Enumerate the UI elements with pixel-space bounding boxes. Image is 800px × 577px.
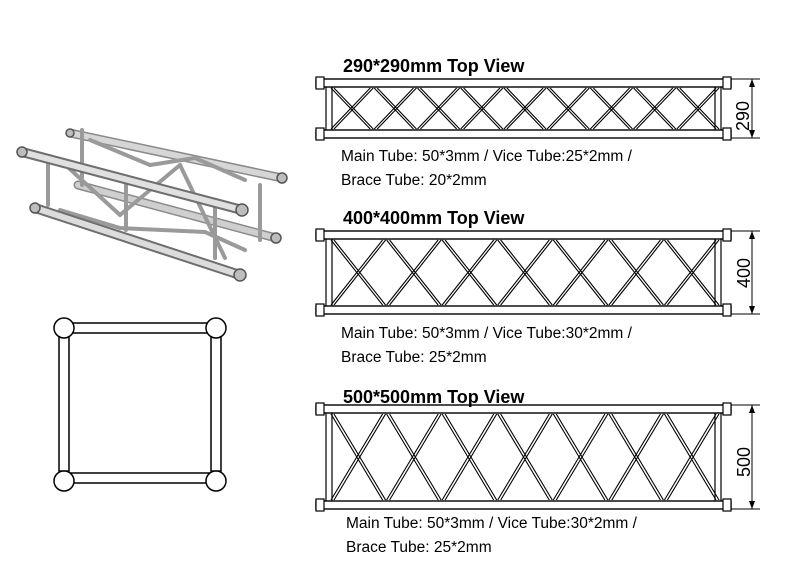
brace-line <box>417 87 458 130</box>
brace-line <box>546 87 587 130</box>
dimension-arrow <box>749 501 755 509</box>
brace-line <box>497 413 550 501</box>
spec-line: Main Tube: 50*3mm / Vice Tube:30*2mm / <box>346 515 637 532</box>
brace-line <box>386 413 439 501</box>
dimension-arrow <box>749 231 755 239</box>
chord-end-cap <box>722 127 732 141</box>
brace-line <box>549 87 590 130</box>
brace-line <box>444 239 498 306</box>
brace-line <box>330 413 384 501</box>
brace-line <box>663 239 717 306</box>
top-chord <box>315 230 732 240</box>
dimension-arrow <box>749 306 755 314</box>
spec-line: Brace Tube: 20*2mm <box>341 172 487 189</box>
chord-end-cap <box>315 498 325 512</box>
chord-end-cap <box>722 303 732 317</box>
brace-line <box>633 87 674 130</box>
chord-end-cap <box>722 498 732 512</box>
spec-line: Brace Tube: 25*2mm <box>346 539 492 556</box>
dimension-label-290: 290 <box>733 100 753 131</box>
top-chord <box>315 78 732 88</box>
brace-line <box>503 87 544 130</box>
chord-end-cap <box>722 228 732 242</box>
brace-line <box>386 239 439 306</box>
chord-end-cap <box>315 127 325 141</box>
view-spec-290: Main Tube: 50*3mm / Vice Tube:25*2mm / B… <box>341 145 632 193</box>
dimension-arrow <box>749 79 755 87</box>
dimension-arrow <box>749 130 755 138</box>
brace-line <box>608 413 661 501</box>
spec-line: Main Tube: 50*3mm / Vice Tube:25*2mm / <box>341 148 632 165</box>
chord-end-cap <box>315 402 325 416</box>
chord-end-cap <box>315 76 325 90</box>
brace-line <box>663 413 717 501</box>
truss-3d-illustration <box>16 128 288 282</box>
brace-line <box>460 87 501 130</box>
brace-line <box>333 239 387 306</box>
bottom-chord <box>315 500 732 510</box>
chord-end-cap <box>315 303 325 317</box>
brace-line <box>333 413 387 501</box>
chord-end-cap <box>315 228 325 242</box>
brace-line <box>679 87 720 130</box>
brace-line <box>463 87 504 130</box>
brace-line <box>389 413 442 501</box>
view-spec-500: Main Tube: 50*3mm / Vice Tube:30*2mm / B… <box>346 512 637 560</box>
dimension-arrow <box>749 405 755 413</box>
bottom-chord <box>315 305 732 315</box>
brace-line <box>376 87 417 130</box>
brace-line <box>497 239 550 306</box>
view-title-290: 290*290mm Top View <box>343 56 525 76</box>
brace-line <box>555 413 609 501</box>
brace-line <box>552 239 606 306</box>
brace-line <box>608 239 661 306</box>
brace-line <box>441 413 495 501</box>
brace-line <box>500 239 553 306</box>
brace-line <box>666 239 720 306</box>
brace-line <box>500 413 553 501</box>
brace-line <box>441 239 495 306</box>
view-title-500: 500*500mm Top View <box>343 387 525 407</box>
truss-cross-section <box>53 317 227 492</box>
brace-line <box>373 87 414 130</box>
brace-line <box>330 87 371 130</box>
brace-line <box>555 239 609 306</box>
brace-line <box>330 239 384 306</box>
dimension-label-400: 400 <box>734 257 754 289</box>
brace-line <box>666 413 720 501</box>
chord-end-cap <box>722 76 732 90</box>
brace-line <box>333 87 374 130</box>
brace-line <box>589 87 630 130</box>
brace-line <box>592 87 633 130</box>
brace-line <box>611 413 664 501</box>
brace-line <box>676 87 717 130</box>
view-title-400: 400*400mm Top View <box>343 208 525 228</box>
view-spec-400: Main Tube: 50*3mm / Vice Tube:30*2mm / B… <box>341 322 632 370</box>
brace-line <box>636 87 677 130</box>
brace-line <box>389 239 442 306</box>
chord-end-cap <box>722 402 732 416</box>
brace-line <box>506 87 547 130</box>
spec-line: Main Tube: 50*3mm / Vice Tube:30*2mm / <box>341 325 632 342</box>
brace-line <box>420 87 461 130</box>
spec-line: Brace Tube: 25*2mm <box>341 349 487 366</box>
brace-line <box>444 413 498 501</box>
brace-line <box>611 239 664 306</box>
dimension-label-500: 500 <box>734 446 754 478</box>
brace-line <box>552 413 606 501</box>
bottom-chord <box>315 129 732 139</box>
